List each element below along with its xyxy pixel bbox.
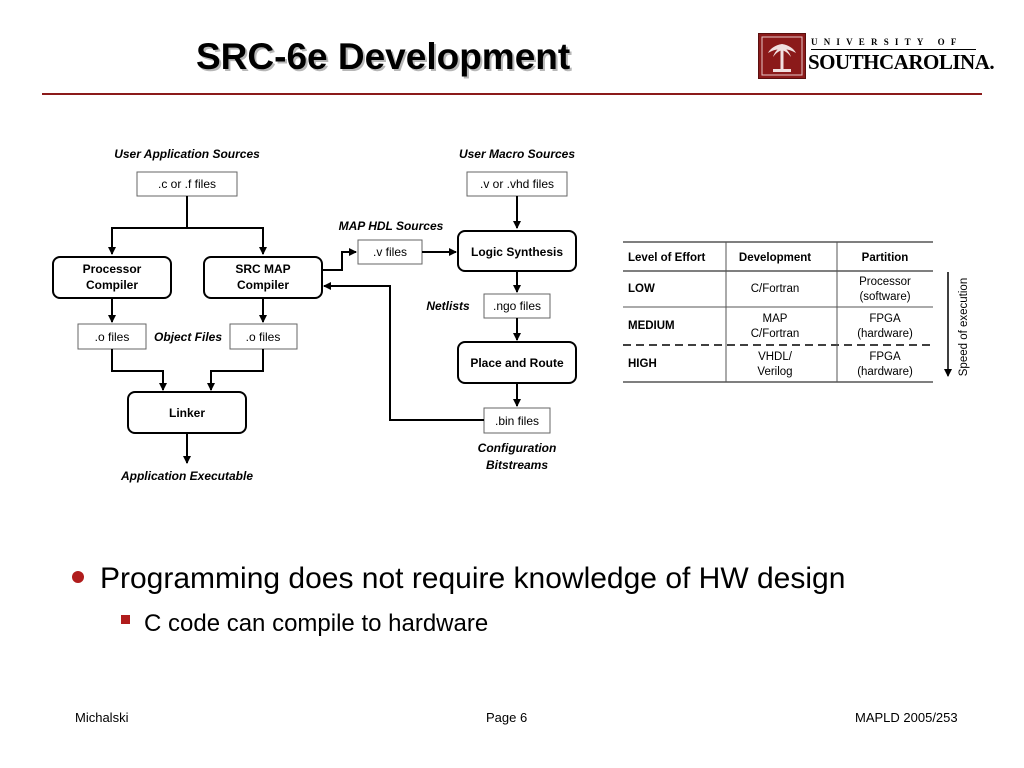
university-logo: UNIVERSITY OF SOUTHCAROLINA. — [758, 33, 995, 79]
o-files-left-text: .o files — [95, 330, 130, 344]
c-f-to-map-line — [187, 227, 267, 255]
effort-header-partition: Partition — [862, 252, 909, 264]
effort-table: Level of Effort Development Partition LO… — [623, 241, 970, 383]
c-f-files-text: .c or .f files — [158, 177, 216, 191]
o-left-to-linker-arrow — [111, 349, 167, 391]
user-macro-sources-label: User Macro Sources — [459, 147, 575, 161]
development-flow-diagram: User Application Sources User Macro Sour… — [52, 147, 970, 483]
footer-author: Michalski — [75, 710, 129, 725]
config-label-line2: Bitstreams — [486, 458, 548, 472]
v-vhd-files-text: .v or .vhd files — [480, 177, 554, 191]
place-route-text: Place and Route — [470, 356, 564, 370]
bullet-square-icon — [121, 615, 130, 625]
ngo-files-text: .ngo files — [493, 299, 541, 313]
bullet-sub-text: C code can compile to hardware — [144, 610, 489, 637]
effort-row-high-level: HIGH — [628, 358, 657, 370]
effort-row-high-part2: (hardware) — [857, 366, 913, 378]
effort-row-medium-dev2: C/Fortran — [751, 328, 800, 340]
palmetto-tree-icon — [758, 33, 806, 79]
v-files-box — [357, 239, 423, 265]
src-map-compiler-line1: SRC MAP — [235, 262, 290, 276]
effort-row-low-part2: (software) — [859, 291, 910, 303]
effort-row-medium-level: MEDIUM — [628, 320, 675, 332]
map-to-v-files-line — [322, 248, 357, 271]
bullet-main: Programming does not require knowledge o… — [72, 562, 845, 596]
o-files-left-box — [77, 323, 147, 350]
logic-synthesis-text: Logic Synthesis — [471, 245, 563, 259]
o-right-to-linker-arrow — [207, 349, 264, 391]
slide-title: SRC-6e Development — [196, 36, 571, 77]
effort-row-high-part1: FPGA — [869, 351, 901, 363]
logo-university-of: UNIVERSITY OF — [811, 37, 963, 47]
speed-of-execution-label: Speed of execution — [958, 278, 970, 376]
effort-row-medium-part2: (hardware) — [857, 328, 913, 340]
effort-header-level: Level of Effort — [628, 252, 705, 264]
bin-files-text: .bin files — [495, 414, 539, 428]
effort-row-high-dev2: Verilog — [757, 366, 792, 378]
processor-compiler-line2: Compiler — [86, 278, 138, 292]
o-files-right-box — [229, 323, 298, 350]
effort-row-low-level: LOW — [628, 283, 655, 295]
footer-event: MAPLD 2005/253 — [855, 710, 958, 725]
src-map-compiler-line2: Compiler — [237, 278, 289, 292]
map-hdl-sources-label: MAP HDL Sources — [339, 219, 444, 233]
linker-text: Linker — [169, 406, 205, 420]
effort-row-medium-part1: FPGA — [869, 313, 901, 325]
effort-header-development: Development — [739, 252, 811, 264]
bullet-dot-icon — [72, 571, 84, 584]
object-files-label: Object Files — [154, 330, 222, 344]
bin-files-box — [483, 407, 551, 434]
c-f-split-line — [108, 196, 188, 255]
user-app-sources-label: User Application Sources — [114, 147, 260, 161]
effort-row-low-part1: Processor — [859, 276, 911, 288]
logo-divider — [811, 49, 976, 50]
footer-page-number: Page 6 — [486, 710, 528, 725]
app-executable-label: Application Executable — [120, 469, 253, 483]
effort-row-low-dev: C/Fortran — [751, 283, 800, 295]
logo-south-carolina: SOUTHCAROLINA. — [808, 50, 995, 74]
netlists-label: Netlists — [426, 299, 470, 313]
bullet-main-text: Programming does not require knowledge o… — [100, 562, 846, 595]
effort-row-medium-dev1: MAP — [763, 313, 788, 325]
bin-to-map-feedback-line — [323, 282, 484, 421]
processor-compiler-line1: Processor — [83, 262, 142, 276]
bullet-sub: C code can compile to hardware — [121, 610, 488, 638]
effort-row-high-dev1: VHDL/ — [758, 351, 793, 363]
ngo-files-box — [483, 293, 551, 319]
config-label-line1: Configuration — [478, 441, 557, 455]
v-files-text: .v files — [373, 245, 407, 259]
title-rule — [42, 93, 982, 95]
o-files-right-text: .o files — [246, 330, 281, 344]
c-f-files-box — [136, 171, 238, 197]
